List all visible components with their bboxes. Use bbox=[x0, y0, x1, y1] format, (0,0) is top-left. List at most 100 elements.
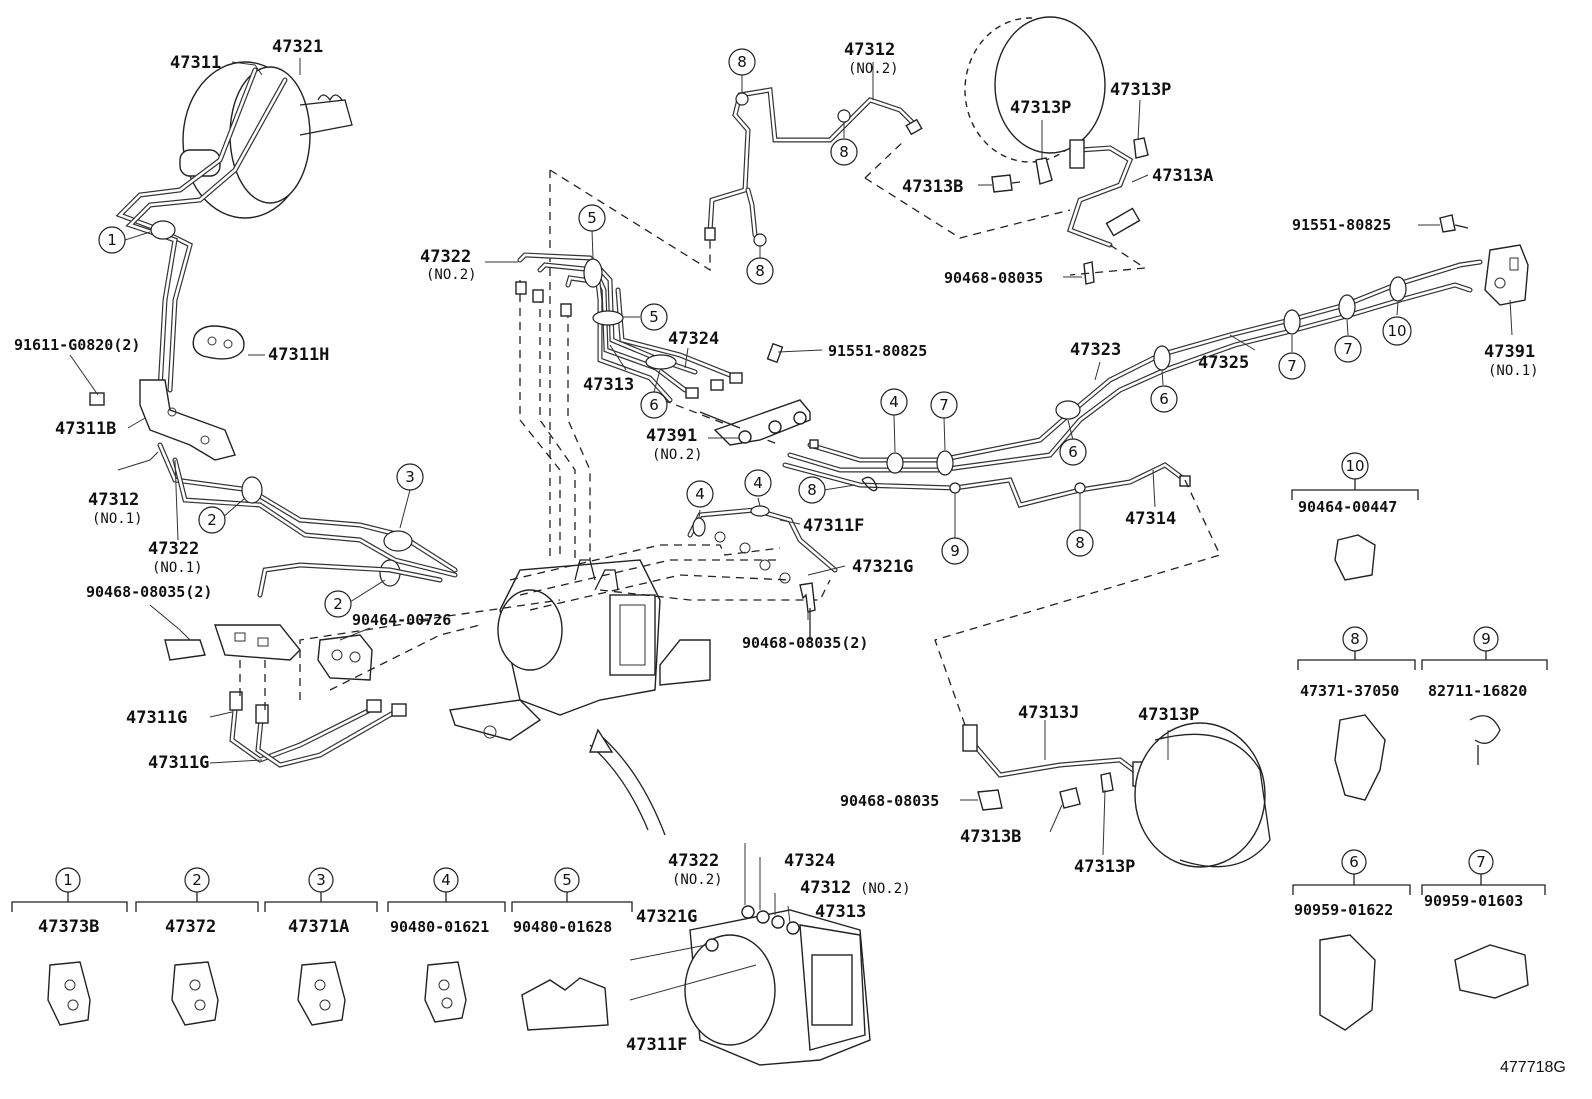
bracket-47311B bbox=[89, 379, 236, 461]
legend-callout-10-text: 10 bbox=[1345, 457, 1364, 475]
callout-8-b-text: 8 bbox=[839, 143, 849, 161]
label-47314: 47314 bbox=[1125, 509, 1176, 529]
label-47313P-a: 47313P bbox=[1010, 98, 1071, 118]
callout-7-a-text: 7 bbox=[939, 396, 949, 414]
label-47322-abs: 47322 bbox=[668, 851, 719, 871]
legend-callout-1 bbox=[55, 867, 81, 893]
callout-8-c-text: 8 bbox=[755, 262, 765, 280]
hose-47313A bbox=[864, 137, 1149, 285]
label-47312-no1: 47312 bbox=[88, 490, 139, 510]
legend-callout-8 bbox=[1342, 626, 1368, 652]
callout-circles bbox=[124, 75, 1399, 603]
callout-4-a bbox=[880, 388, 908, 416]
tubes-center-top bbox=[515, 252, 743, 403]
label-47325: 47325 bbox=[1198, 353, 1249, 373]
label-47313J: 47313J bbox=[1018, 703, 1079, 723]
legend-part-90959-01622: 90959-01622 bbox=[1294, 901, 1393, 919]
legend-brackets bbox=[11, 479, 1548, 912]
drum-lower-right bbox=[1134, 722, 1271, 868]
callout-4-b-text: 4 bbox=[695, 485, 705, 503]
legend-part-90480-01628: 90480-01628 bbox=[513, 918, 612, 936]
bracket-47391-no1 bbox=[1439, 214, 1529, 306]
label-47312-abs: 47312 bbox=[800, 878, 851, 898]
abs-actuator-assembly bbox=[449, 559, 711, 741]
callout-6-a bbox=[640, 391, 668, 419]
label-91551-80825-mid: 91551-80825 bbox=[828, 342, 927, 360]
label-no2-a: (NO.2) bbox=[426, 267, 477, 283]
label-47311F-abs: 47311F bbox=[626, 1035, 687, 1055]
legend-callout-4-text: 4 bbox=[441, 871, 451, 889]
callout-6-b-text: 6 bbox=[1068, 443, 1078, 461]
callout-4-a-text: 4 bbox=[889, 393, 899, 411]
label-47311F-mid: 47311F bbox=[803, 516, 864, 536]
label-47391-no2: 47391 bbox=[646, 426, 697, 446]
tubes-47311G bbox=[229, 691, 407, 768]
label-47313B-top: 47313B bbox=[902, 177, 963, 197]
label-47324-abs: 47324 bbox=[784, 851, 835, 871]
legend-callout-9 bbox=[1473, 626, 1499, 652]
label-47321G-abs: 47321G bbox=[636, 907, 697, 927]
legend-part-90480-01621: 90480-01621 bbox=[390, 918, 489, 936]
callout-8-e bbox=[1066, 529, 1094, 557]
label-47324-mid: 47324 bbox=[668, 329, 719, 349]
callout-6-a-text: 6 bbox=[649, 396, 659, 414]
label-47311G-a: 47311G bbox=[126, 708, 187, 728]
tube-47312-no2 bbox=[704, 87, 923, 247]
callout-10-a bbox=[1382, 316, 1412, 346]
label-90468-08035-2-mid: 90468-08035(2) bbox=[742, 634, 868, 652]
label-90464-00726: 90464-00726 bbox=[352, 611, 451, 629]
label-no2-b: (NO.2) bbox=[652, 447, 703, 463]
clip-90468-center bbox=[799, 582, 816, 640]
tubes-47312-47322-no1 bbox=[157, 442, 458, 598]
callout-7-b bbox=[1278, 352, 1306, 380]
left-brake-tubes bbox=[115, 67, 288, 393]
label-47322-no2: 47322 bbox=[420, 247, 471, 267]
callout-1-a-text: 1 bbox=[107, 231, 117, 249]
callout-9-a-text: 9 bbox=[950, 542, 960, 560]
legend-callout-6-text: 6 bbox=[1349, 853, 1359, 871]
label-no1-c: (NO.1) bbox=[1488, 363, 1539, 379]
callout-8-d-text: 8 bbox=[807, 481, 817, 499]
clip-plate-left bbox=[164, 624, 373, 681]
callout-1-a bbox=[98, 226, 126, 254]
callout-7-b-text: 7 bbox=[1287, 357, 1297, 375]
label-90468-08035-2-left: 90468-08035(2) bbox=[86, 583, 212, 601]
callout-4-c bbox=[744, 469, 772, 497]
callout-3-text: 3 bbox=[405, 468, 415, 486]
label-47313P-d: 47313P bbox=[1074, 857, 1135, 877]
legend-part-47372: 47372 bbox=[165, 917, 216, 937]
legend-callout-8-text: 8 bbox=[1350, 630, 1360, 648]
label-47322-no1: 47322 bbox=[148, 539, 199, 559]
label-47313P-c: 47313P bbox=[1138, 705, 1199, 725]
callout-9-a bbox=[941, 537, 969, 565]
callout-10-a-text: 10 bbox=[1387, 322, 1406, 340]
callout-5-a-text: 5 bbox=[587, 209, 597, 227]
callout-6-c bbox=[1150, 385, 1178, 413]
legend-part-47371A: 47371A bbox=[288, 917, 349, 937]
long-tubes-right bbox=[782, 259, 1483, 508]
callout-8-c bbox=[746, 257, 774, 285]
legend-part-47371-37050: 47371-37050 bbox=[1300, 682, 1399, 700]
legend-callout-4 bbox=[433, 867, 459, 893]
callout-6-c-text: 6 bbox=[1159, 390, 1169, 408]
legend-part-90959-01603: 90959-01603 bbox=[1424, 892, 1523, 910]
bracket-47391-no2 bbox=[699, 342, 811, 446]
label-47321-top: 47321 bbox=[272, 37, 323, 57]
label-90468-08035-top: 90468-08035 bbox=[944, 269, 1043, 287]
label-47311B: 47311B bbox=[55, 419, 116, 439]
label-47321G-mid: 47321G bbox=[852, 557, 913, 577]
legend-callout-7-text: 7 bbox=[1476, 853, 1486, 871]
drum-upper-right bbox=[964, 16, 1106, 163]
callout-8-b bbox=[830, 138, 858, 166]
callout-5-a bbox=[578, 204, 606, 232]
label-47313A: 47313A bbox=[1152, 166, 1213, 186]
label-47391-no1: 47391 bbox=[1484, 342, 1535, 362]
block-47311H bbox=[192, 325, 245, 360]
callout-7-c bbox=[1334, 335, 1362, 363]
legend-part-82711-16820: 82711-16820 bbox=[1428, 682, 1527, 700]
label-no2-e: (NO.2) bbox=[860, 881, 911, 897]
callout-8-a bbox=[728, 48, 756, 76]
callout-5-b bbox=[640, 303, 668, 331]
